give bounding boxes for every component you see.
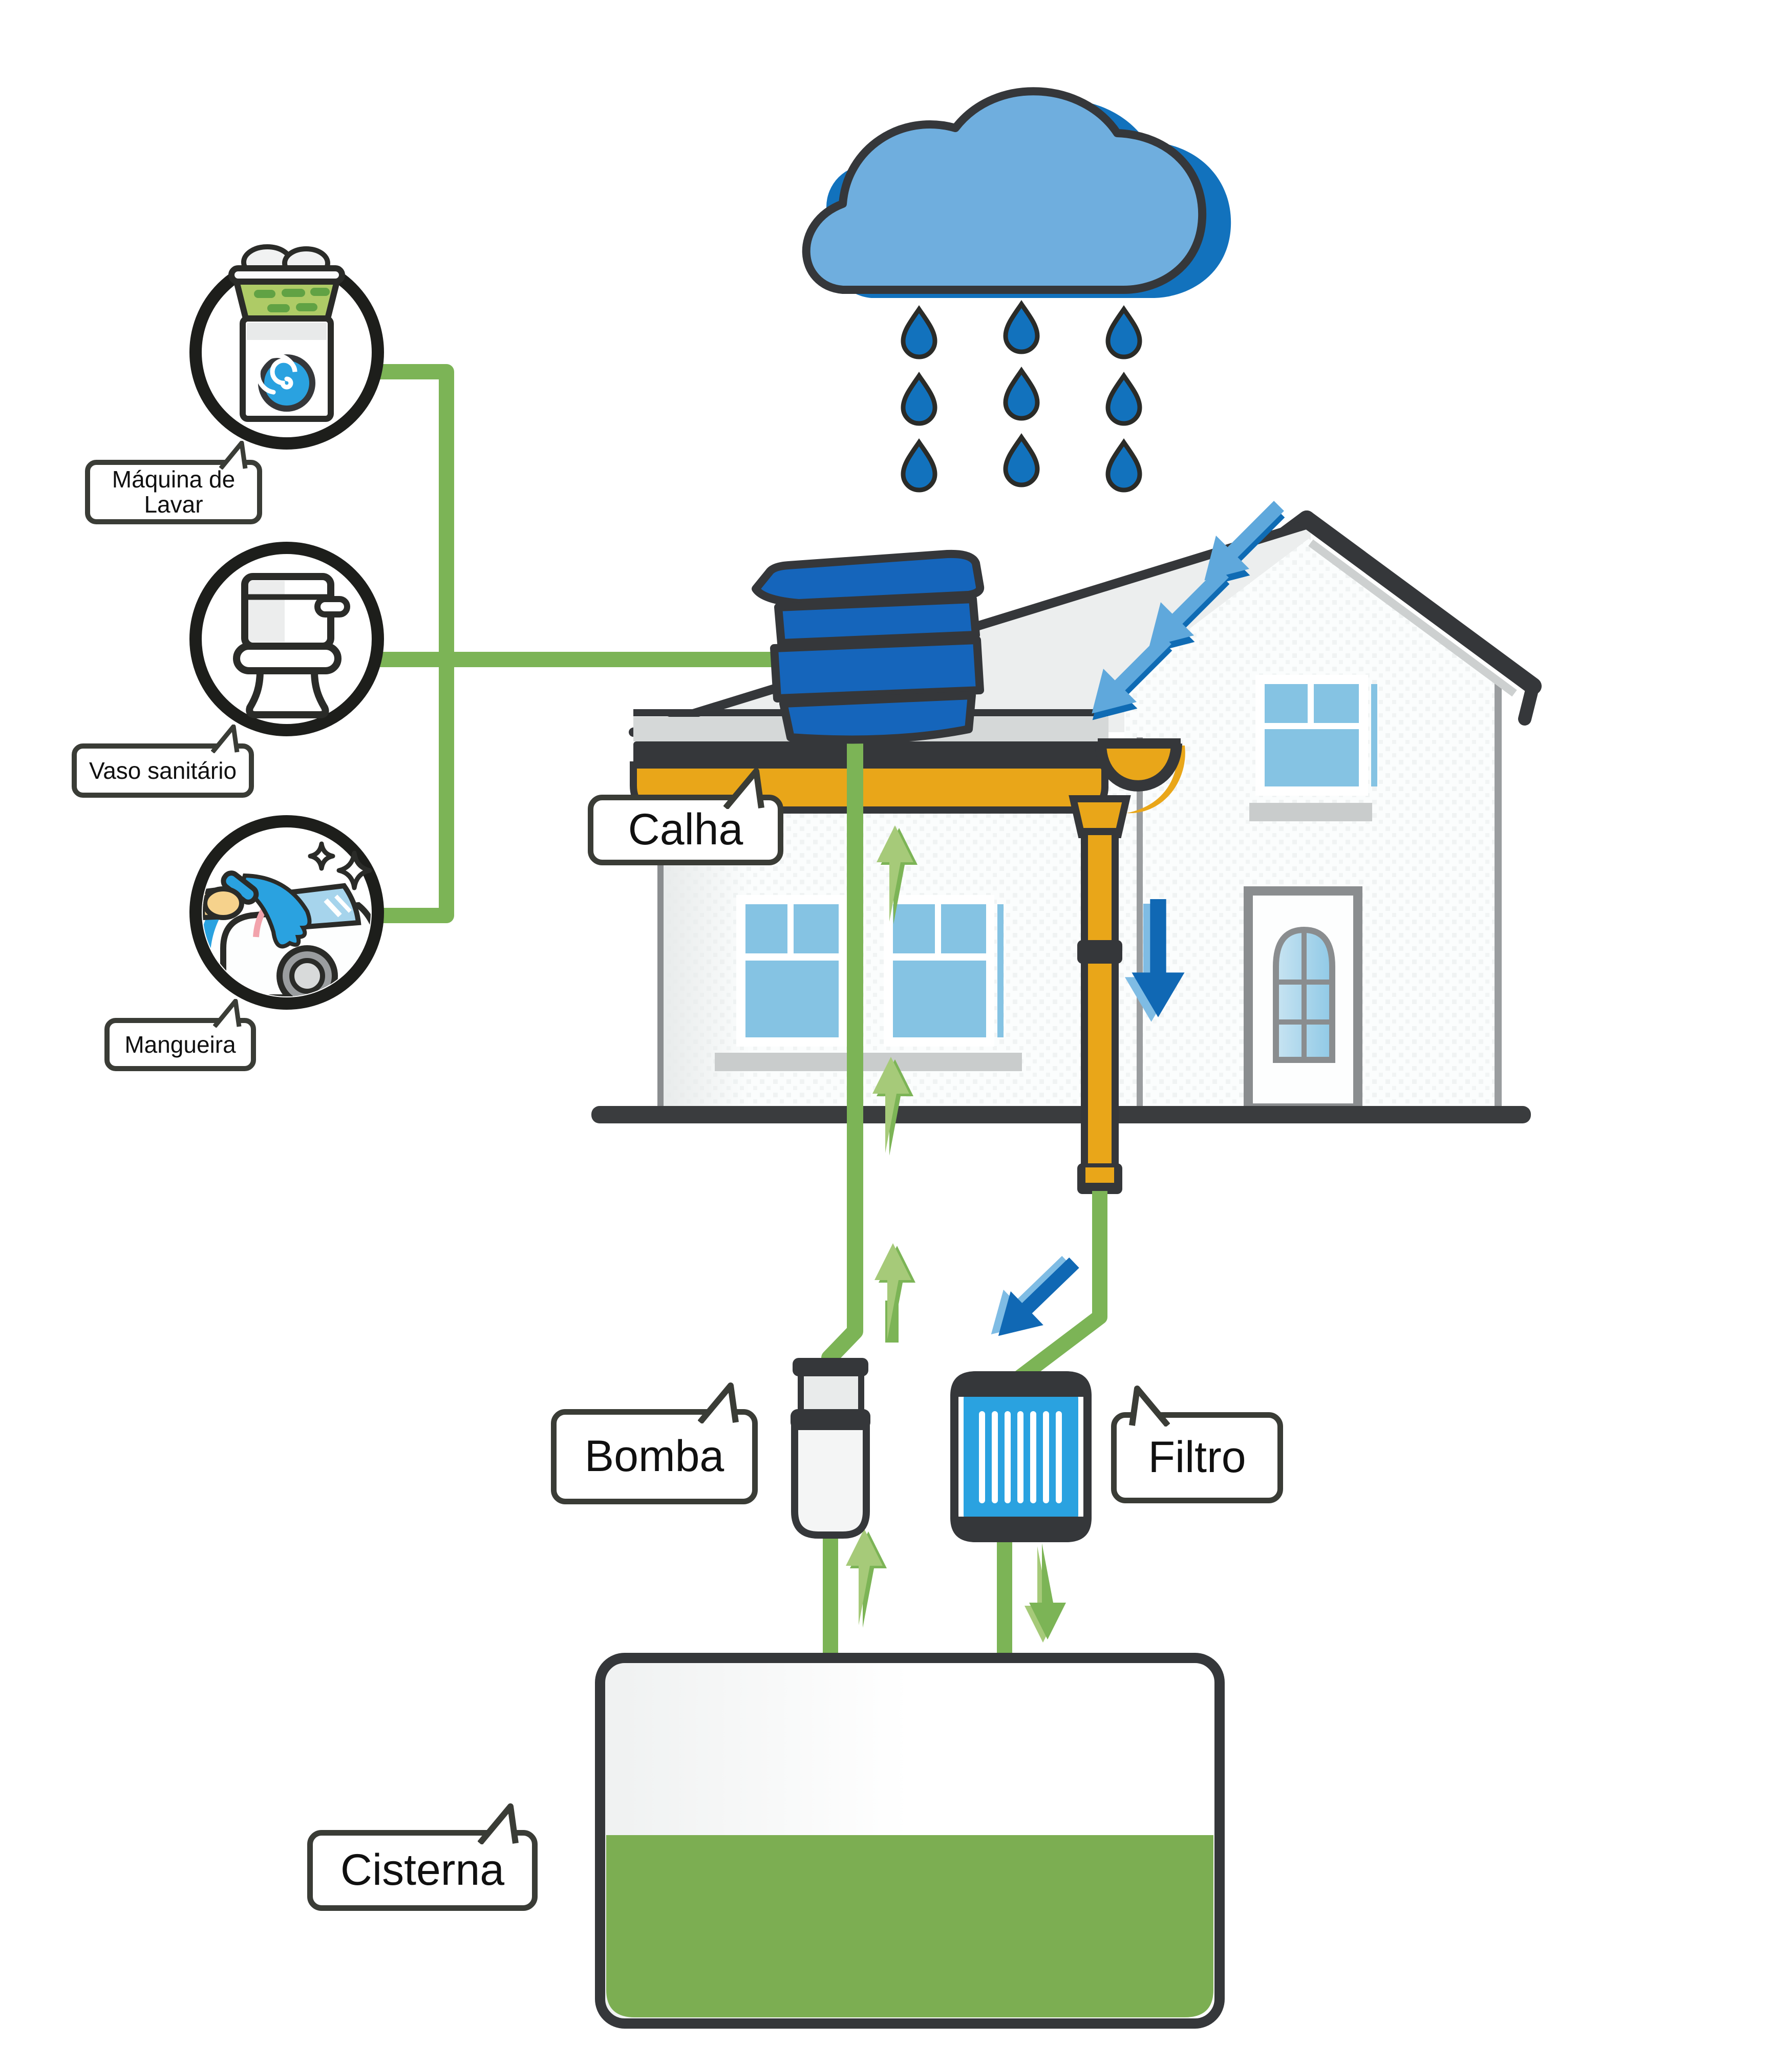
gable-right-roof-edge — [1298, 510, 1542, 695]
label-washing-machine: Máquina de Lavar — [85, 440, 262, 524]
supply-pipe-trunk — [374, 364, 454, 923]
downspout-coupler — [1077, 940, 1122, 964]
label-cistern: Cisterna — [307, 1803, 538, 1911]
gable-wall — [1124, 539, 1498, 1107]
gable-roof-inner-line — [1308, 539, 1517, 697]
raindrops — [903, 304, 1140, 490]
window-pair — [715, 895, 1022, 1071]
laundry-basket — [232, 279, 341, 322]
washer-swirl — [255, 353, 297, 395]
cistern-water — [606, 1835, 1213, 2017]
pump-shape — [791, 1358, 870, 1539]
label-toilet: Vaso sanitário — [72, 724, 254, 798]
front-door — [1244, 886, 1362, 1113]
label-tail — [212, 998, 244, 1028]
label-tail — [723, 768, 767, 810]
label-tail — [210, 724, 242, 754]
label-gutter: Calha — [588, 768, 783, 865]
filter-shape — [950, 1371, 1092, 1542]
label-text: Vaso sanitário — [89, 757, 237, 784]
sparkle-icon — [308, 841, 372, 890]
eave-tip — [1518, 679, 1540, 726]
label-tail — [697, 1382, 742, 1424]
filter-slats — [979, 1411, 1062, 1503]
label-tail — [219, 440, 250, 470]
label-filter: Filtro — [1111, 1386, 1283, 1503]
label-tail — [477, 1803, 522, 1845]
label-text: Bomba — [584, 1432, 724, 1481]
label-text: Mangueira — [124, 1031, 236, 1058]
label-text: Máquina de — [112, 466, 236, 493]
label-hose: Mangueira — [104, 998, 256, 1071]
window-sill — [715, 1053, 1022, 1071]
washer-door — [258, 354, 315, 412]
downspout-shape — [1069, 795, 1131, 1194]
gutter-end-cap — [1095, 743, 1182, 792]
flush-handle — [314, 596, 350, 618]
hand — [203, 886, 244, 920]
washer-top-strip — [247, 323, 327, 340]
garden-hose-car-wash-icon — [189, 815, 384, 1010]
label-text: Cisterna — [340, 1845, 505, 1895]
ground-line — [591, 1106, 1531, 1123]
basket-slots — [254, 288, 330, 312]
label-text: Calha — [628, 805, 743, 855]
toilet-base — [246, 667, 329, 718]
gable-window-sill — [1249, 803, 1372, 821]
washing-machine-icon — [189, 244, 384, 450]
gable-window — [1249, 675, 1377, 821]
label-pump: Bomba — [551, 1382, 758, 1504]
label-text: Lavar — [144, 491, 203, 518]
toilet-icon — [189, 542, 384, 736]
toilet-seat — [233, 643, 342, 674]
rain-cloud-icon — [802, 87, 1231, 299]
label-text: Filtro — [1148, 1433, 1246, 1482]
cistern-shape — [595, 1653, 1225, 2029]
water-tank-icon — [752, 549, 985, 744]
fascia-board — [633, 741, 1119, 765]
label-tail — [1126, 1386, 1170, 1428]
